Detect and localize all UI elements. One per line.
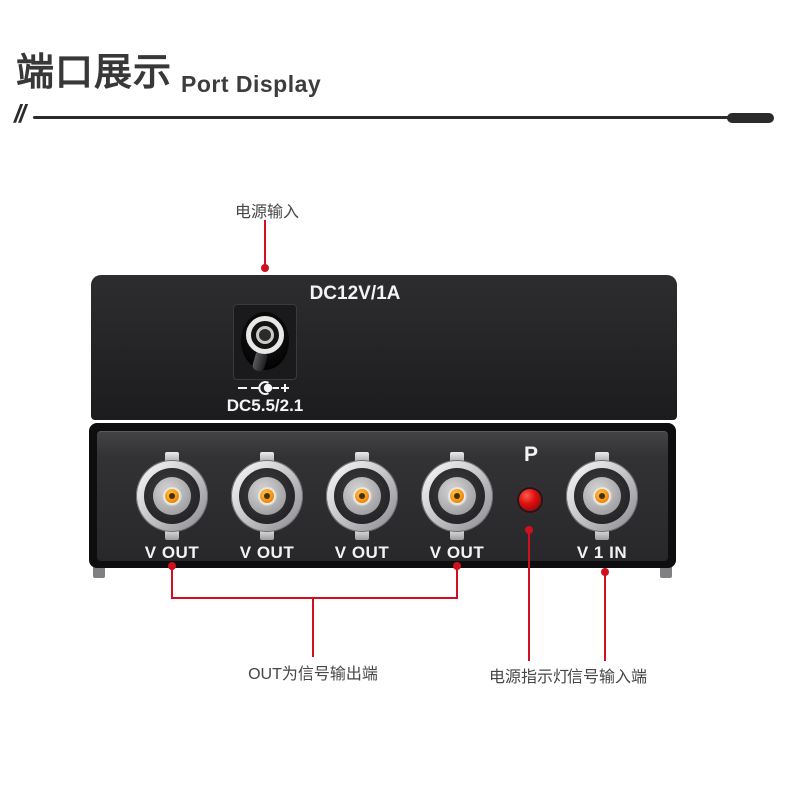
double-slash-decoration: //: [14, 100, 26, 128]
bnc-pin-hole: [359, 493, 365, 499]
led-callout-line: [528, 532, 530, 661]
bnc-connector-out3: [326, 450, 398, 542]
bnc-outer-ring: [566, 460, 638, 532]
input-callout-line: [604, 574, 606, 661]
bnc-pin-hole: [599, 493, 605, 499]
bnc-connector-out2: [231, 450, 303, 542]
power-callout-arrow-dot: [261, 264, 269, 272]
bnc-outer-ring: [231, 460, 303, 532]
page-title-english: Port Display: [181, 71, 322, 97]
out-callout-bracket: [171, 597, 458, 599]
bnc-pin-hole: [169, 493, 175, 499]
out-ports-note: OUT为信号输出端: [248, 666, 378, 683]
dc-rating-label: DC12V/1A: [309, 283, 401, 304]
out-callout-dot-right: [453, 562, 461, 570]
power-led: [519, 489, 541, 511]
bnc-pin-hole: [454, 493, 460, 499]
dc-plug-spec-label: DC5.5/2.1: [226, 396, 304, 415]
dc-jack: [233, 304, 297, 380]
device-back-panel: DC12V/1A DC5.5/2.1: [91, 275, 677, 420]
power-led-note: 电源指示灯: [488, 669, 569, 686]
bnc-outer-ring: [326, 460, 398, 532]
dc-jack-inner-ring: [256, 326, 274, 344]
port-label-out1: V OUT: [144, 543, 200, 562]
page-title-chinese: 端口展示: [16, 52, 173, 94]
bnc-connector-out4: [421, 450, 493, 542]
bnc-outer-ring: [136, 460, 208, 532]
signal-input-note: 信号输入端: [566, 669, 647, 686]
out-callout-line-left: [171, 566, 173, 599]
port-label-out3: V OUT: [334, 543, 390, 562]
header-divider-endcap: [727, 113, 774, 123]
out-callout-line-right: [456, 566, 458, 599]
port-label-out2: V OUT: [239, 543, 295, 562]
header-divider-line: [33, 116, 745, 119]
port-label-in1: V 1 IN: [576, 543, 628, 562]
bnc-connector-in1: [566, 450, 638, 542]
power-led-label: P: [523, 443, 538, 466]
power-input-callout-label: 电源输入: [234, 204, 299, 221]
dc-polarity-icon: [238, 381, 289, 395]
bnc-connector-out1: [136, 450, 208, 542]
power-callout-line: [264, 220, 266, 268]
bnc-pin-hole: [264, 493, 270, 499]
led-callout-dot: [525, 526, 533, 534]
port-label-out4: V OUT: [429, 543, 485, 562]
bnc-outer-ring: [421, 460, 493, 532]
dc-jack-ring: [246, 316, 284, 354]
out-callout-dot-left: [168, 562, 176, 570]
input-callout-dot: [601, 568, 609, 576]
out-callout-stem: [312, 599, 314, 657]
